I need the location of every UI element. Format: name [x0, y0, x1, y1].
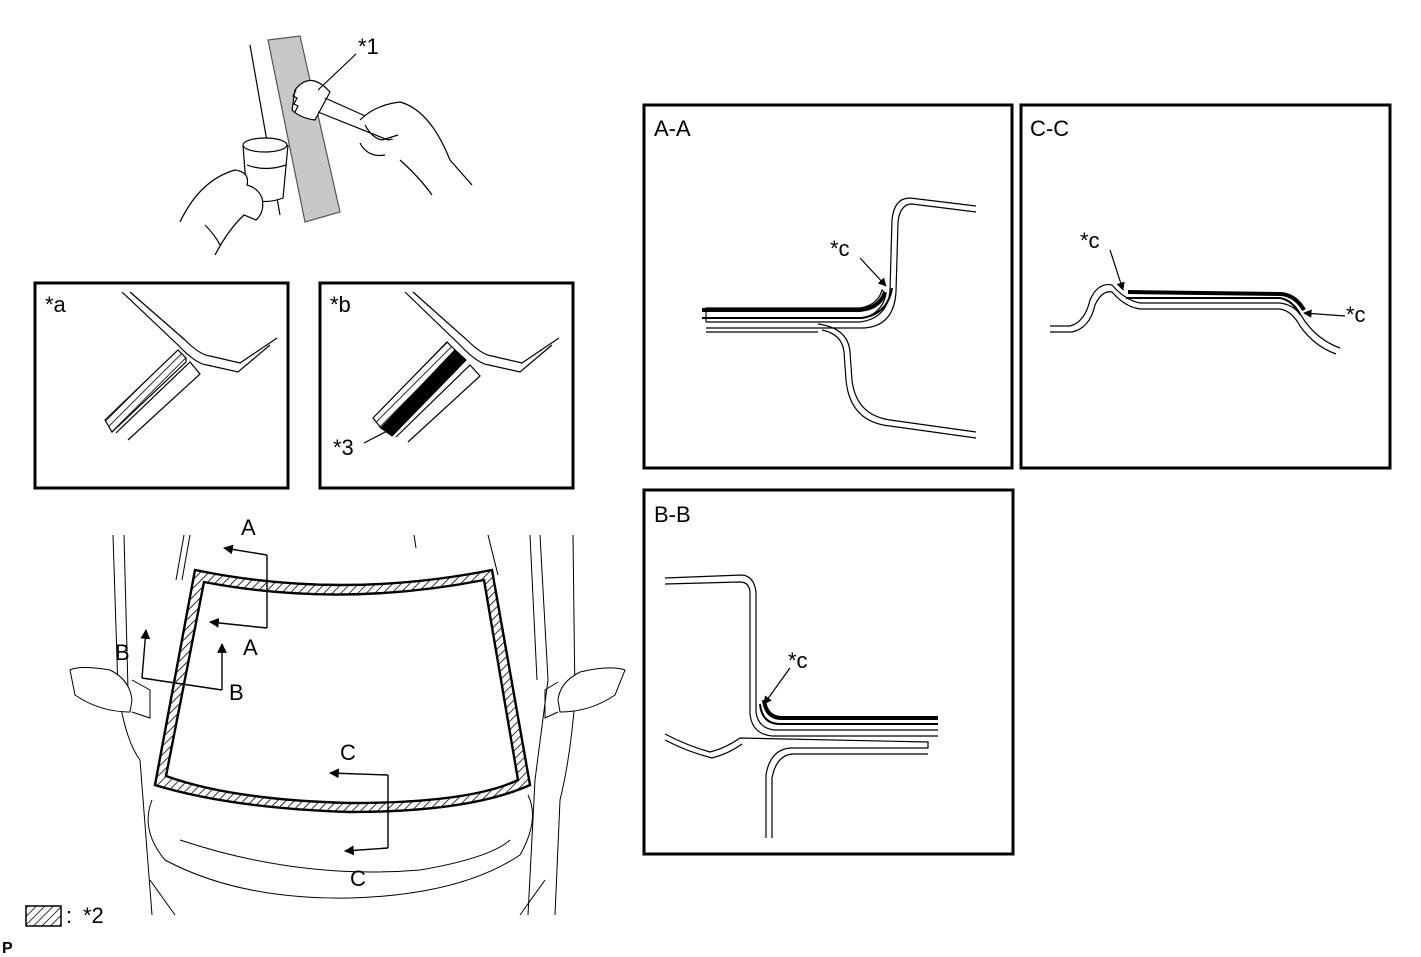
section-aa-note-c: *c: [830, 236, 850, 261]
marker-c-top: C: [340, 740, 356, 765]
section-bb-title: B-B: [654, 502, 691, 527]
section-markers: [140, 544, 389, 856]
primer-cup-icon: [242, 137, 289, 203]
section-bb-box: [642, 488, 1015, 856]
marker-a-bottom: A: [243, 635, 258, 660]
section-aa-box: [642, 103, 1014, 470]
label-note-a: *a: [45, 292, 67, 317]
footer-mark: P: [2, 940, 13, 957]
legend-label: *2: [83, 903, 104, 928]
marker-b-left: B: [115, 640, 130, 665]
vehicle-windshield-view: [69, 534, 626, 916]
legend-separator: :: [66, 903, 72, 928]
section-bb-note-c: *c: [788, 648, 808, 673]
legend: [25, 905, 62, 927]
label-note-b: *b: [330, 292, 351, 317]
detail-b-box: [318, 281, 575, 490]
detail-a-box: [33, 281, 290, 490]
marker-c-bottom: C: [350, 866, 366, 891]
marker-b-right: B: [229, 680, 244, 705]
section-cc-note-c-left: *c: [1080, 228, 1100, 253]
section-cc-title: C-C: [1030, 116, 1069, 141]
callout-item3: *3: [333, 435, 354, 460]
marker-a-top: A: [241, 515, 256, 540]
primer-application-illustration: [179, 35, 473, 256]
section-aa-title: A-A: [654, 116, 691, 141]
legend-hatch-swatch: [25, 905, 62, 927]
callout-item1: *1: [358, 34, 379, 59]
section-cc-box: [1019, 103, 1392, 470]
section-cc-note-c-right: *c: [1346, 302, 1366, 327]
